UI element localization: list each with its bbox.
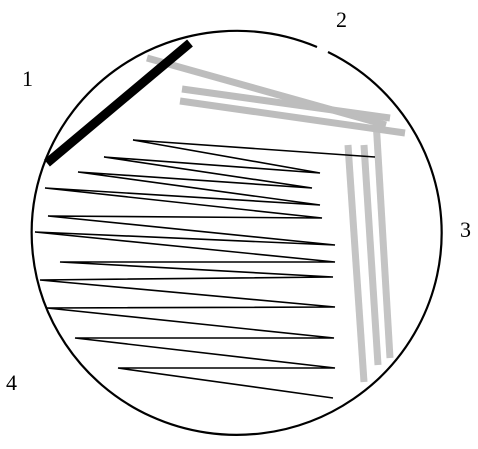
zone-2-label: 2 bbox=[336, 9, 347, 31]
zone-1-label: 1 bbox=[22, 68, 33, 90]
streak-zone-2 bbox=[147, 58, 405, 133]
streak-zone-1 bbox=[47, 43, 190, 163]
streak-3-line bbox=[364, 145, 378, 365]
zone-4-label: 4 bbox=[6, 372, 17, 394]
streak-zone-4 bbox=[35, 140, 375, 398]
streak-zone-3 bbox=[348, 120, 390, 382]
streak-3-line bbox=[348, 145, 364, 382]
zone-3-label: 3 bbox=[460, 219, 471, 241]
